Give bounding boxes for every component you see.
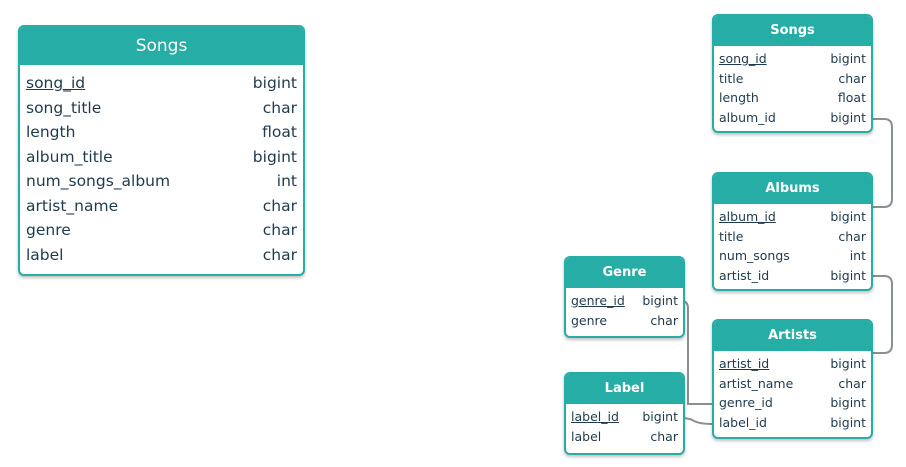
column-name: artist_name xyxy=(719,375,794,391)
primary-key-column: label_id xyxy=(571,409,619,425)
table-row: genre char xyxy=(571,311,678,331)
table-row: song_id bigint xyxy=(26,71,297,96)
column-name: genre xyxy=(26,221,71,240)
genre-table: Genre genre_id bigint genre char xyxy=(564,256,685,338)
primary-key-column: song_id xyxy=(26,74,86,93)
table-row: num_songs_album int xyxy=(26,169,297,194)
table-row: artist_id bigint xyxy=(719,354,866,374)
column-name: label xyxy=(26,245,64,264)
column-list: genre_id bigint genre char xyxy=(566,288,683,332)
table-row: length float xyxy=(26,120,297,145)
table-row: album_id bigint xyxy=(719,108,866,128)
column-type: bigint xyxy=(830,414,866,430)
table-row: artist_id bigint xyxy=(719,266,866,286)
column-name: album_title xyxy=(26,147,113,166)
table-row: genre_id bigint xyxy=(719,393,866,413)
table-title: Albums xyxy=(714,174,871,204)
column-name: label xyxy=(571,428,602,444)
column-type: bigint xyxy=(830,267,866,283)
column-type: char xyxy=(838,375,866,391)
column-name: title xyxy=(719,70,744,86)
primary-key-column: artist_id xyxy=(719,356,770,372)
connector-label-to-artists xyxy=(680,417,713,425)
column-name: length xyxy=(719,90,759,106)
column-type: int xyxy=(849,248,866,264)
primary-key-column: album_id xyxy=(719,209,776,225)
table-row: genre char xyxy=(26,218,297,243)
column-name: genre xyxy=(571,312,608,328)
column-name: artist_id xyxy=(719,267,770,283)
connector-genre-to-artists xyxy=(680,300,712,405)
table-row: length float xyxy=(719,88,866,108)
primary-key-column: song_id xyxy=(719,51,767,67)
column-name: title xyxy=(719,228,744,244)
column-type: char xyxy=(262,196,297,215)
column-type: float xyxy=(837,90,866,106)
label-table: Label label_id bigint label char xyxy=(564,372,685,455)
table-row: label char xyxy=(571,427,678,447)
column-name: num_songs_album xyxy=(26,172,171,191)
table-row: song_title char xyxy=(26,96,297,121)
table-row: song_id bigint xyxy=(719,49,866,69)
column-name: length xyxy=(26,123,76,142)
column-type: bigint xyxy=(830,209,866,225)
table-title: Label xyxy=(566,374,683,404)
connector-songs-album-to-albums xyxy=(871,118,893,208)
table-row: artist_name char xyxy=(719,374,866,394)
connector-albums-artist-to-artists xyxy=(871,275,893,354)
column-type: bigint xyxy=(830,395,866,411)
column-type: char xyxy=(262,221,297,240)
table-row: album_id bigint xyxy=(719,207,866,227)
table-row: album_title bigint xyxy=(26,145,297,170)
column-type: char xyxy=(838,228,866,244)
table-row: label_id bigint xyxy=(719,413,866,433)
table-title: Artists xyxy=(714,321,871,351)
column-type: int xyxy=(276,172,297,191)
column-type: char xyxy=(262,245,297,264)
column-type: bigint xyxy=(642,293,678,309)
column-type: bigint xyxy=(642,409,678,425)
column-list: label_id bigint label char xyxy=(566,404,683,448)
column-type: bigint xyxy=(830,109,866,125)
table-row: artist_name char xyxy=(26,194,297,219)
column-type: char xyxy=(838,70,866,86)
column-name: album_id xyxy=(719,109,776,125)
column-type: char xyxy=(650,312,678,328)
column-type: float xyxy=(262,123,297,142)
table-title: Genre xyxy=(566,258,683,288)
table-row: genre_id bigint xyxy=(571,291,678,311)
column-type: bigint xyxy=(830,356,866,372)
table-row: label_id bigint xyxy=(571,407,678,427)
column-name: label_id xyxy=(719,414,767,430)
column-type: char xyxy=(650,428,678,444)
column-type: char xyxy=(262,98,297,117)
table-row: label char xyxy=(26,243,297,268)
column-name: artist_name xyxy=(26,196,119,215)
table-row: title char xyxy=(719,69,866,89)
primary-key-column: genre_id xyxy=(571,293,625,309)
column-type: bigint xyxy=(830,51,866,67)
table-row: num_songs int xyxy=(719,246,866,266)
table-title: Songs xyxy=(20,27,303,65)
column-name: song_title xyxy=(26,98,102,117)
table-row: title char xyxy=(719,227,866,247)
column-type: bigint xyxy=(252,147,297,166)
table-title: Songs xyxy=(714,16,871,46)
column-type: bigint xyxy=(252,74,297,93)
column-name: num_songs xyxy=(719,248,790,264)
column-name: genre_id xyxy=(719,395,773,411)
